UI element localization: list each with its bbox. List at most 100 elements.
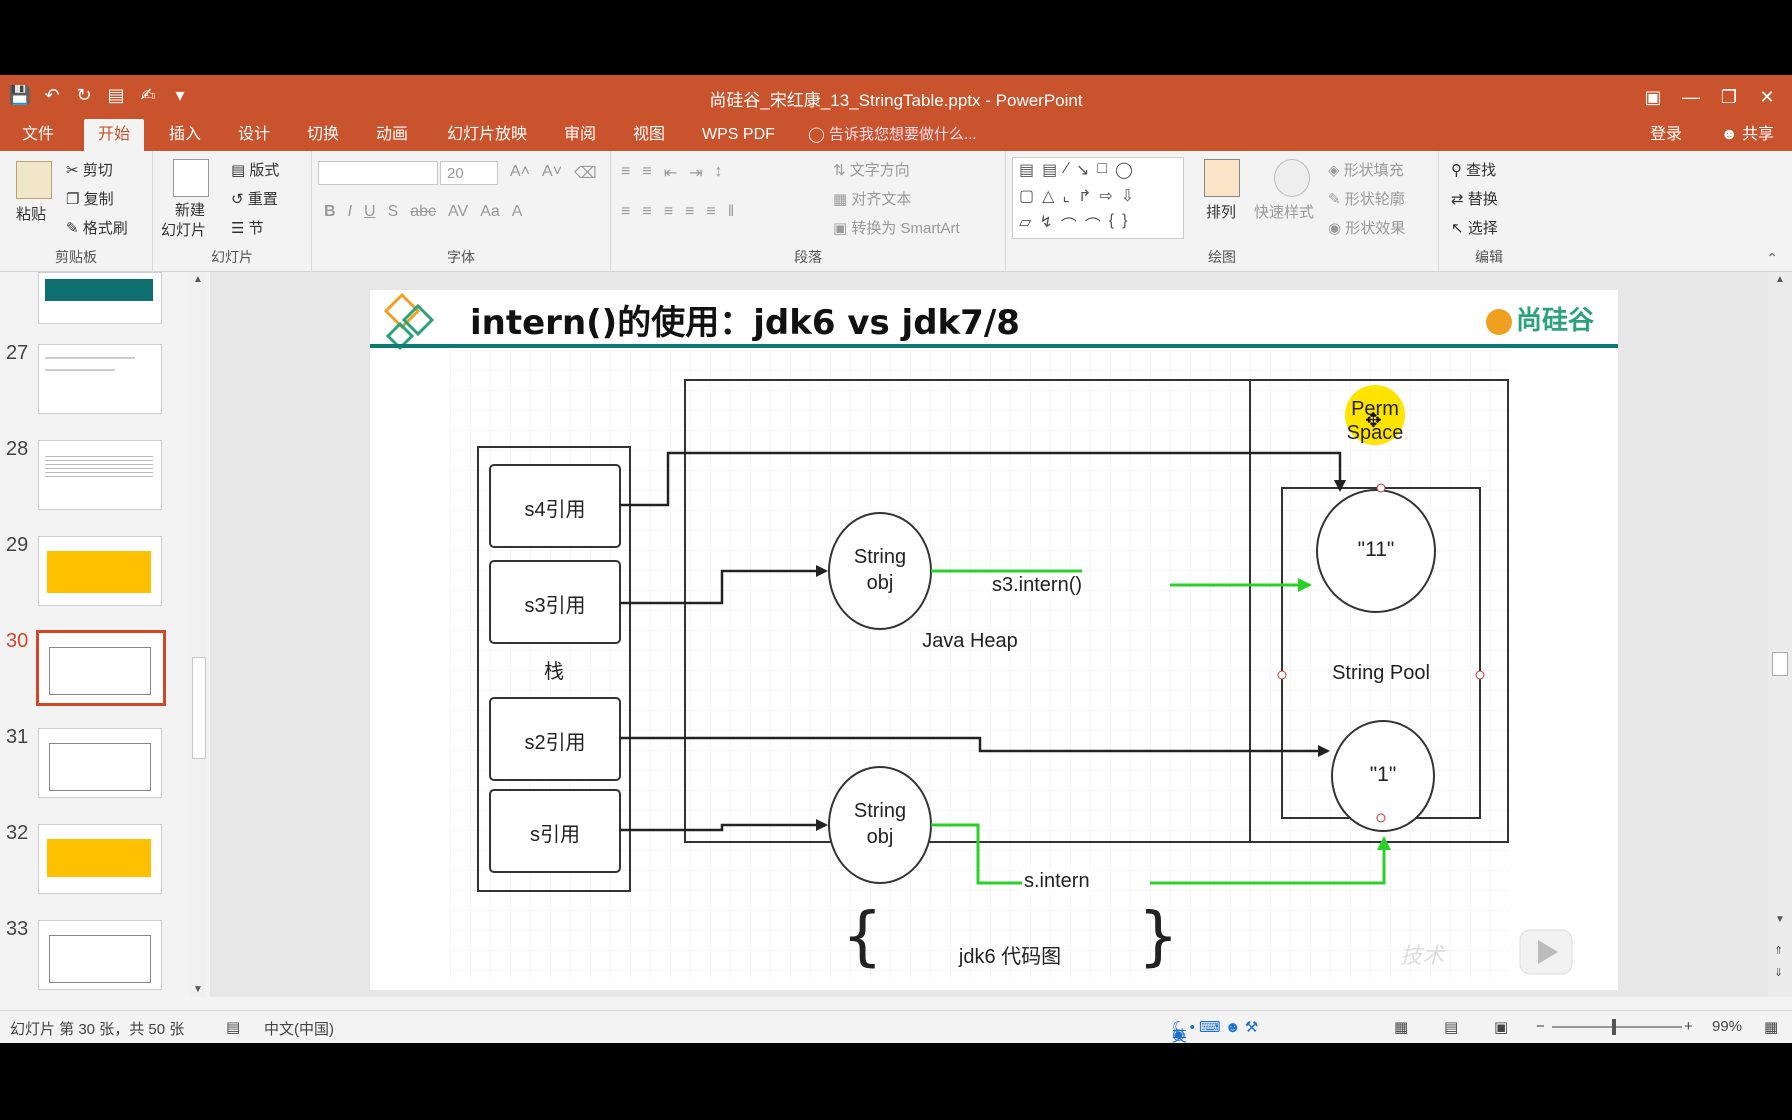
strikethrough-icon[interactable]: abc	[410, 203, 437, 220]
spellcheck-icon[interactable]: ▤	[226, 1019, 241, 1036]
smartart-button[interactable]: ▣ 转换为 SmartArt	[833, 217, 960, 238]
text-direction-button[interactable]: ⇅ 文字方向	[833, 159, 910, 180]
tab-home[interactable]: 开始	[84, 119, 145, 151]
increase-indent-icon[interactable]: ⇥	[689, 165, 703, 182]
format-painter-button[interactable]: ✎ 格式刷	[66, 217, 128, 238]
curve-icon[interactable]: ⌒	[1060, 218, 1077, 235]
scroll-thumb[interactable]	[1772, 652, 1788, 676]
down-arrow-icon[interactable]: ⇩	[1120, 188, 1135, 205]
align-left-icon[interactable]: ≡	[621, 203, 631, 220]
tab-slideshow[interactable]: 幻灯片放映	[447, 126, 528, 143]
italic-icon[interactable]: I	[347, 203, 353, 220]
align-center-icon[interactable]: ≡	[642, 203, 652, 220]
play-icon[interactable]	[1519, 929, 1573, 975]
scroll-up-icon[interactable]: ▲	[193, 274, 203, 285]
layout-button[interactable]: ▤ 版式	[231, 159, 279, 180]
thumbnail-32[interactable]	[38, 824, 162, 894]
change-case-icon[interactable]: Aa	[480, 203, 500, 220]
tab-design[interactable]: 设计	[238, 126, 271, 143]
fit-to-window-icon[interactable]: ▦	[1764, 1019, 1779, 1036]
thumbnail-26[interactable]	[38, 272, 162, 324]
start-slideshow-icon[interactable]: ▤	[107, 85, 125, 105]
thumbnail-scrollbar[interactable]: ▲ ▼	[190, 272, 206, 997]
paste-button[interactable]: 粘贴	[16, 206, 47, 223]
font-color-icon[interactable]: A	[511, 203, 523, 220]
new-slide-icon[interactable]	[173, 159, 209, 197]
close-icon[interactable]: ✕	[1759, 87, 1775, 107]
scroll-down-icon[interactable]: ▼	[1775, 914, 1785, 925]
thumbnail-28[interactable]	[38, 440, 162, 510]
bold-icon[interactable]: B	[324, 203, 336, 220]
brace-right-icon[interactable]: }	[1122, 212, 1128, 229]
scroll-up-icon[interactable]: ▲	[1775, 274, 1785, 285]
shadow-icon[interactable]: S	[387, 203, 399, 220]
align-text-button[interactable]: ▦ 对齐文本	[833, 188, 911, 209]
shape-fill-button[interactable]: ◈ 形状填充	[1328, 159, 1404, 180]
previous-slide-icon[interactable]: ⇑	[1774, 945, 1784, 957]
arrange-button[interactable]: 排列	[1206, 204, 1237, 221]
shapes-gallery[interactable]: ▤▤∕↘□◯ ▢△⌞↱⇨⇩ ▱↯⌒⌒{}	[1012, 157, 1184, 239]
reading-view-icon[interactable]: ▤	[1444, 1019, 1459, 1036]
shape-outline-button[interactable]: ✎ 形状轮廓	[1328, 188, 1405, 209]
line-spacing-icon[interactable]: ↕	[714, 163, 723, 180]
arc-icon[interactable]: ⌒	[1084, 218, 1101, 235]
arrange-icon[interactable]	[1204, 159, 1240, 197]
tab-animations[interactable]: 动画	[376, 126, 409, 143]
tab-transitions[interactable]: 切换	[307, 126, 340, 143]
tell-me-box[interactable]: ◯ 告诉我您想要做什么...	[808, 119, 976, 151]
clear-format-icon[interactable]: ⌫	[574, 165, 597, 182]
minimize-icon[interactable]: —	[1682, 87, 1700, 107]
distributed-icon[interactable]: ≡	[706, 203, 716, 220]
columns-icon[interactable]: ‖	[727, 203, 735, 220]
save-icon[interactable]: 💾	[8, 85, 32, 105]
slide-scrollbar[interactable]: ▲ ▼ ⇑ ⇓	[1768, 272, 1792, 997]
rectangle-icon[interactable]: □	[1097, 160, 1107, 177]
customize-qat-icon[interactable]: ▾	[175, 85, 185, 105]
find-button[interactable]: ⚲ 查找	[1451, 159, 1496, 180]
touch-mode-icon[interactable]: ✍	[140, 85, 156, 105]
tab-view[interactable]: 视图	[633, 126, 666, 143]
rounded-rect-icon[interactable]: ▢	[1019, 188, 1035, 205]
reset-button[interactable]: ↺ 重置	[231, 188, 278, 209]
tab-file[interactable]: 文件	[22, 126, 55, 143]
brace-left-icon[interactable]: {	[1108, 212, 1115, 229]
ime-indicator[interactable]: ◉ 英 ☾ • ⌨ ☻ ⚒	[1172, 1019, 1259, 1045]
login-link[interactable]: 登录	[1649, 126, 1682, 143]
right-arrow-icon[interactable]: ⇨	[1099, 188, 1113, 205]
thumbnail-27[interactable]	[38, 344, 162, 414]
char-spacing-icon[interactable]: AV	[448, 203, 469, 220]
font-size-combo[interactable]: 20	[440, 161, 498, 185]
arrow-line-icon[interactable]: ↘	[1075, 162, 1090, 179]
thumbnail-31[interactable]	[38, 728, 162, 798]
ribbon-display-icon[interactable]: ▣	[1644, 87, 1662, 107]
tab-review[interactable]: 审阅	[564, 126, 597, 143]
language-indicator[interactable]: 中文(中国)	[264, 1021, 334, 1038]
decrease-indent-icon[interactable]: ⇤	[663, 165, 678, 182]
textbox-icon[interactable]: ▤	[1019, 162, 1035, 179]
thumbnail-30[interactable]	[36, 630, 166, 706]
restore-icon[interactable]: ❐	[1720, 87, 1738, 107]
justify-icon[interactable]: ≡	[685, 203, 695, 220]
shrink-font-icon[interactable]: A˅	[542, 163, 563, 180]
align-right-icon[interactable]: ≡	[663, 203, 674, 220]
triangle-icon[interactable]: △	[1042, 188, 1055, 205]
undo-icon[interactable]: ↶	[44, 85, 60, 105]
tab-wps-pdf[interactable]: WPS PDF	[702, 126, 775, 143]
section-button[interactable]: ☰ 节	[231, 217, 264, 238]
replace-button[interactable]: ⇄ 替换	[1451, 188, 1498, 209]
scroll-down-icon[interactable]: ▼	[193, 984, 203, 995]
freeform-icon[interactable]: ▱	[1019, 214, 1032, 231]
paste-icon[interactable]	[16, 161, 52, 199]
thumbnail-33[interactable]	[38, 920, 162, 990]
scroll-thumb[interactable]	[192, 657, 206, 759]
zoom-level[interactable]: 99%	[1712, 1018, 1743, 1035]
zoom-slider[interactable]	[1552, 1026, 1682, 1028]
zoom-in-icon[interactable]: +	[1684, 1018, 1693, 1035]
zoom-slider-thumb[interactable]	[1612, 1019, 1616, 1035]
quick-styles-button[interactable]: 快速样式	[1254, 204, 1315, 221]
normal-view-icon[interactable]: ▦	[1394, 1019, 1409, 1036]
slideshow-view-icon[interactable]: ▣	[1494, 1019, 1509, 1036]
vtextbox-icon[interactable]: ▤	[1042, 162, 1058, 179]
grow-font-icon[interactable]: A˄	[510, 163, 531, 180]
tab-insert[interactable]: 插入	[169, 126, 202, 143]
